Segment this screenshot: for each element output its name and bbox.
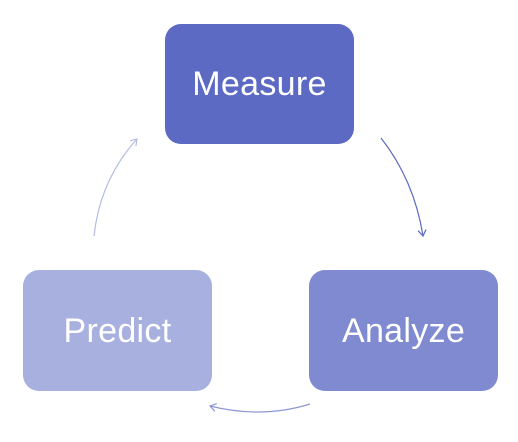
analyze-label: Analyze <box>341 311 466 350</box>
predict-label: Predict <box>63 311 172 350</box>
measure-node: Measure <box>165 24 354 144</box>
arrow-measure-to-analyze <box>380 137 427 238</box>
predict-node: Predict <box>23 270 212 391</box>
arrow-predict-to-measure <box>93 138 138 237</box>
arrow-analyze-to-predict <box>208 403 311 413</box>
measure-label: Measure <box>192 65 327 103</box>
analyze-node: Analyze <box>309 270 498 391</box>
